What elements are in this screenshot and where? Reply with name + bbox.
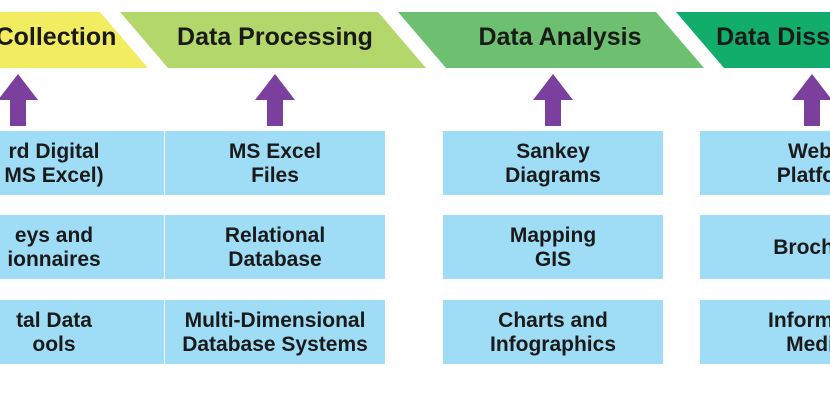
- stage-4-item-2: Brochu: [700, 215, 830, 279]
- stage-2-item-3-box: [165, 300, 385, 364]
- stage-2-item-1-line-1: MS Excel: [229, 140, 321, 163]
- stage-1-item-3-line-1: tal Data: [16, 309, 92, 332]
- stage-1-item-2-line-2: ionnaires: [7, 248, 100, 271]
- stage-3-item-2-box: [443, 215, 663, 279]
- stage-3-item-3-line-2: Infographics: [490, 333, 616, 356]
- stage-4-item-1: WebPlatfor: [700, 131, 830, 195]
- stage-2-item-2-line-2: Database: [228, 248, 321, 271]
- stage-arrows: [0, 74, 830, 126]
- stage-4-item-1-line-1: Web: [788, 140, 830, 163]
- stage-4-item-2-box: [700, 215, 830, 279]
- stage-3-item-3-box: [443, 300, 663, 364]
- stage-4-item-3-line-2: Medi: [786, 333, 830, 356]
- stage-3-item-1-box: [443, 131, 663, 195]
- stage-1-label: Collection: [0, 23, 116, 51]
- stage-4-item-3-line-1: Informat: [768, 309, 830, 332]
- stage-1-chevron: [0, 12, 148, 68]
- stage-1-item-3-box: [0, 300, 164, 364]
- stage-3-item-3-line-1: Charts and: [498, 309, 608, 332]
- stage-2-item-2-line-1: Relational: [225, 224, 325, 247]
- stage-1-item-1-box: [0, 131, 164, 195]
- stage-1-item-2-line-1: eys and: [15, 224, 93, 247]
- stage-4-chevron: [676, 12, 830, 68]
- stage-1-item-3-line-2: ools: [32, 333, 75, 356]
- stage-1-item-2-box: [0, 215, 164, 279]
- stage-4-item-3: InformatMedi: [700, 300, 830, 364]
- stage-2-chevron: [120, 12, 426, 68]
- stage-4-label: Data Disse: [716, 23, 830, 51]
- stage-4-item-1-box: [700, 131, 830, 195]
- stage-1-item-1-line-2: MS Excel): [4, 164, 103, 187]
- stage-3-item-1-line-1: Sankey: [516, 140, 590, 163]
- stage-3-item-1-line-2: Diagrams: [505, 164, 601, 187]
- stage-2-item-3-line-1: Multi-Dimensional: [185, 309, 366, 332]
- stage-2-item-1-box: [165, 131, 385, 195]
- stage-1-up-arrow-icon: [0, 74, 38, 126]
- stage-chevrons: Collection Data Processing Data Analysis Da…: [0, 12, 830, 68]
- stage-1-item-1-line-1: rd Digital: [8, 140, 99, 163]
- stage-2-up-arrow-icon: [255, 74, 295, 126]
- stage-2-label: Data Processing: [177, 23, 373, 51]
- stage-3-up-arrow-icon: [533, 74, 573, 126]
- stage-4-item-3-box: [700, 300, 830, 364]
- stage-4-up-arrow-icon: [792, 74, 830, 126]
- stage-3-item-2-line-1: Mapping: [510, 224, 596, 247]
- stage-3-label: Data Analysis: [478, 23, 641, 51]
- stage-4-item-1-line-2: Platfor: [777, 164, 830, 187]
- stage-3-chevron: [398, 12, 704, 68]
- stage-2-item-3-line-2: Database Systems: [182, 333, 368, 356]
- stage-3-item-2-line-2: GIS: [535, 248, 571, 271]
- stage-2-item-2-box: [165, 215, 385, 279]
- stage-2-item-1-line-2: Files: [251, 164, 299, 187]
- stage-4-item-2-line-1: Brochu: [773, 236, 830, 259]
